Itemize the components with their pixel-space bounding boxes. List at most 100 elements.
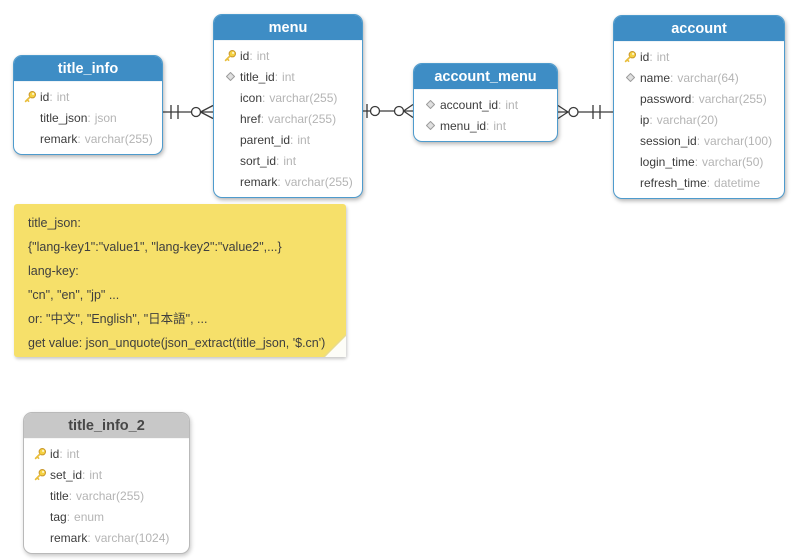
table-title_info[interactable]: title_info id:int title_json:json remark… bbox=[13, 55, 163, 155]
field-separator: : bbox=[87, 110, 91, 125]
table-menu[interactable]: menu id:int title_id:int icon:varchar(25… bbox=[213, 14, 363, 198]
field-type: int bbox=[283, 153, 297, 168]
table-row[interactable]: title_json:json bbox=[20, 107, 158, 128]
field-separator: : bbox=[49, 89, 53, 104]
field-separator: : bbox=[498, 97, 502, 112]
field-name: ip bbox=[640, 112, 650, 127]
table-fields: id:int title_id:int icon:varchar(255) hr… bbox=[214, 41, 362, 197]
table-title[interactable]: account_menu bbox=[414, 64, 557, 90]
table-title[interactable]: menu bbox=[214, 15, 362, 41]
diamond-icon bbox=[620, 73, 640, 82]
table-row[interactable]: refresh_time:datetime bbox=[620, 172, 780, 193]
field-name: session_id bbox=[640, 133, 697, 148]
note-line: or: "中文", "English", "日本語", ... bbox=[28, 312, 208, 326]
field-name: href bbox=[240, 111, 261, 126]
field-name: remark bbox=[240, 174, 278, 189]
field-name: name bbox=[640, 70, 671, 85]
table-title[interactable]: title_info bbox=[14, 56, 162, 82]
table-row[interactable]: set_id:int bbox=[30, 464, 185, 485]
field-name: icon bbox=[240, 90, 263, 105]
field-type: varchar(64) bbox=[677, 70, 739, 85]
field-separator: : bbox=[66, 509, 71, 524]
field-type: json bbox=[94, 110, 117, 125]
table-row[interactable]: title_id:int bbox=[220, 66, 358, 87]
field-separator: : bbox=[694, 154, 699, 169]
field-separator: : bbox=[290, 132, 294, 147]
field-separator: : bbox=[649, 112, 653, 127]
table-fields: account_id:int menu_id:int bbox=[414, 90, 557, 141]
field-name: refresh_time bbox=[640, 175, 707, 190]
table-row[interactable]: title:varchar(255) bbox=[30, 485, 185, 506]
table-row[interactable]: remark:varchar(255) bbox=[20, 128, 158, 149]
note-line: "cn", "en", "jp" ... bbox=[28, 288, 120, 302]
field-separator: : bbox=[87, 530, 91, 545]
table-row[interactable]: account_id:int bbox=[420, 94, 553, 115]
field-type: varchar(50) bbox=[702, 154, 764, 169]
field-type: int bbox=[505, 97, 519, 112]
table-title[interactable]: title_info_2 bbox=[24, 413, 189, 439]
field-separator: : bbox=[262, 90, 266, 105]
primary-key-icon bbox=[30, 468, 50, 482]
field-separator: : bbox=[249, 48, 253, 63]
note-line: get value: json_unquote(json_extract(tit… bbox=[28, 336, 326, 350]
table-row[interactable]: remark:varchar(255) bbox=[220, 171, 358, 192]
field-name: id bbox=[50, 446, 60, 461]
table-row[interactable]: password:varchar(255) bbox=[620, 88, 780, 109]
field-separator: : bbox=[77, 131, 81, 146]
field-type: varchar(255) bbox=[284, 174, 353, 189]
field-separator: : bbox=[274, 69, 279, 84]
field-type: varchar(100) bbox=[704, 133, 773, 148]
table-row[interactable]: parent_id:int bbox=[220, 129, 358, 150]
table-row[interactable]: menu_id:int bbox=[420, 115, 553, 136]
table-row[interactable]: icon:varchar(255) bbox=[220, 87, 358, 108]
primary-key-icon bbox=[220, 49, 240, 63]
field-type: enum bbox=[74, 509, 105, 524]
field-type: int bbox=[493, 118, 507, 133]
field-name: account_id bbox=[440, 97, 499, 112]
diamond-icon bbox=[220, 72, 240, 81]
field-separator: : bbox=[696, 133, 701, 148]
field-separator: : bbox=[260, 111, 265, 126]
diamond-icon bbox=[420, 121, 440, 130]
table-row[interactable]: remark:varchar(1024) bbox=[30, 527, 185, 548]
table-row[interactable]: name:varchar(64) bbox=[620, 67, 780, 88]
table-row[interactable]: id:int bbox=[20, 86, 158, 107]
field-type: int bbox=[256, 48, 270, 63]
table-title_info_2[interactable]: title_info_2 id:int set_id:int title:var… bbox=[23, 412, 190, 554]
field-name: id bbox=[640, 49, 650, 64]
field-name: title_json bbox=[40, 110, 88, 125]
table-row[interactable]: id:int bbox=[30, 443, 185, 464]
table-row[interactable]: tag:enum bbox=[30, 506, 185, 527]
field-name: set_id bbox=[50, 467, 83, 482]
table-row[interactable]: href:varchar(255) bbox=[220, 108, 358, 129]
table-row[interactable]: login_time:varchar(50) bbox=[620, 151, 780, 172]
table-account[interactable]: account id:int name:varchar(64) password… bbox=[613, 15, 785, 199]
field-separator: : bbox=[276, 153, 280, 168]
field-name: menu_id bbox=[440, 118, 487, 133]
table-account_menu[interactable]: account_menu account_id:int menu_id:int bbox=[413, 63, 558, 142]
connector-account_menu-account[interactable] bbox=[557, 104, 613, 120]
table-row[interactable]: ip:varchar(20) bbox=[620, 109, 780, 130]
field-type: int bbox=[297, 132, 311, 147]
sticky-note[interactable]: title_json: {"lang-key1":"value1", "lang… bbox=[14, 204, 346, 357]
field-separator: : bbox=[691, 91, 695, 106]
table-row[interactable]: id:int bbox=[220, 45, 358, 66]
table-title[interactable]: account bbox=[614, 16, 784, 42]
field-type: int bbox=[282, 69, 295, 84]
connector-menu-account_menu[interactable] bbox=[363, 103, 414, 119]
table-row[interactable]: id:int bbox=[620, 46, 780, 67]
note-line: title_json: bbox=[28, 216, 81, 230]
table-row[interactable]: session_id:varchar(100) bbox=[620, 130, 780, 151]
table-row[interactable]: sort_id:int bbox=[220, 150, 358, 171]
note-line: {"lang-key1":"value1", "lang-key2":"valu… bbox=[28, 240, 282, 254]
field-separator: : bbox=[59, 446, 63, 461]
field-type: int bbox=[89, 467, 103, 482]
field-type: varchar(255) bbox=[268, 111, 337, 126]
field-separator: : bbox=[486, 118, 490, 133]
field-separator: : bbox=[706, 175, 711, 190]
table-fields: id:int title_json:json remark:varchar(25… bbox=[14, 82, 162, 154]
field-name: remark bbox=[40, 131, 78, 146]
connector-title_info-menu[interactable] bbox=[163, 104, 214, 120]
